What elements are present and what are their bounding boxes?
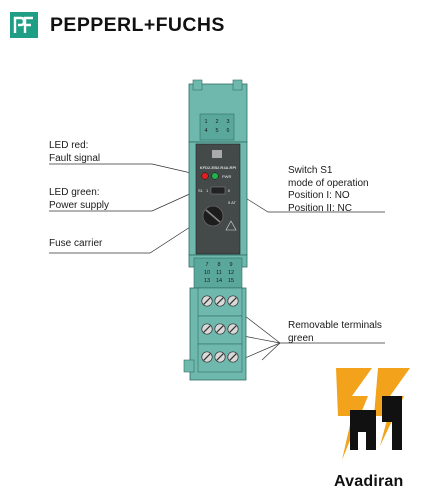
top-terminal-number: 6 [226,128,229,134]
screw-slot-icon [203,325,211,333]
callout-switch-line3: Position I: NO [288,190,350,201]
bottom-terminal-numbers: 7 8 9 10 11 12 13 14 15 [204,262,234,284]
warning-triangle-icon [225,220,237,231]
top-terminal-number: 4 [204,128,207,134]
top-terminal-number: 2 [215,119,218,125]
pepperl-fuchs-logo-icon [10,12,38,38]
callout-led-red-line1: LED red: [49,140,89,151]
screw-slot-icon [216,297,224,305]
bottom-terminal-number: 7 [205,262,208,268]
callout-led-green-line1: LED green: [49,187,100,198]
callout-switch-line2: mode of operation [288,177,369,189]
pwr-label: PWR [222,174,231,179]
callout-led-red: LED red: Fault signal [49,140,100,165]
screw-slot-icon [203,297,211,305]
screw-slot-icon [216,325,224,333]
screw-slot-icon [229,297,237,305]
led-green-icon [211,172,219,180]
switch-s1-icon [210,186,226,195]
callout-fuse: Fuse carrier [49,238,102,251]
terminal-screws [201,295,239,363]
bottom-terminal-number: 15 [228,278,234,284]
screw-slot-icon [203,353,211,361]
switch-position-1-label: 1 [206,188,209,193]
screw-slot-icon [229,325,237,333]
callout-terminals-line2: green [288,332,314,344]
top-terminal-numbers: 1 2 3 4 5 6 [204,119,229,134]
screw-slot-icon [216,353,224,361]
callout-terminals: Removable terminals green [288,320,382,345]
leader-line-terminals-bot [261,342,281,361]
fuse-rating-label: 5 AT [228,200,236,205]
panel-logo-icon [212,150,222,158]
bottom-terminal-number: 8 [217,262,220,268]
callout-switch-line4: Position II: NC [288,202,352,214]
leader-line-led-red [49,163,205,177]
callout-terminals-line1: Removable terminals [288,320,382,331]
callout-switch-line1: Switch S1 [288,165,333,176]
top-terminal-number: 3 [226,119,229,125]
bottom-terminal-number: 12 [228,270,234,276]
front-panel [188,141,248,256]
screw-slot-icon [229,353,237,361]
bottom-terminal-number: 9 [229,262,232,268]
callout-led-red-line2: Fault signal [49,152,101,164]
bottom-connector [183,257,247,381]
leader-line-switch [235,191,385,213]
switch-s1-prefix: S1 [198,188,204,193]
device-model-label: KFD2-EB2.R4A.RPI [200,165,236,170]
leader-line-fuse [49,215,208,254]
bottom-terminal-number: 10 [204,270,210,276]
top-terminal-number: 1 [204,119,207,125]
bottom-terminal-number: 14 [216,278,222,284]
bottom-terminal-number: 11 [216,270,222,276]
led-red-icon [201,172,209,180]
top-terminal-number: 5 [215,128,218,134]
callout-led-green: LED green: Power supply [49,187,109,212]
callout-switch: Switch S1 mode of operation Position I: … [288,165,369,215]
watermark-text: Avadiran [334,473,404,490]
callout-led-green-line2: Power supply [49,199,110,211]
brand-name: PEPPERL+FUCHS [50,14,225,36]
callout-fuse-line1: Fuse carrier [49,238,103,249]
bottom-terminal-number: 13 [204,278,210,284]
avadiran-logo-icon [336,368,410,460]
switch-position-2-label: II [228,188,230,193]
